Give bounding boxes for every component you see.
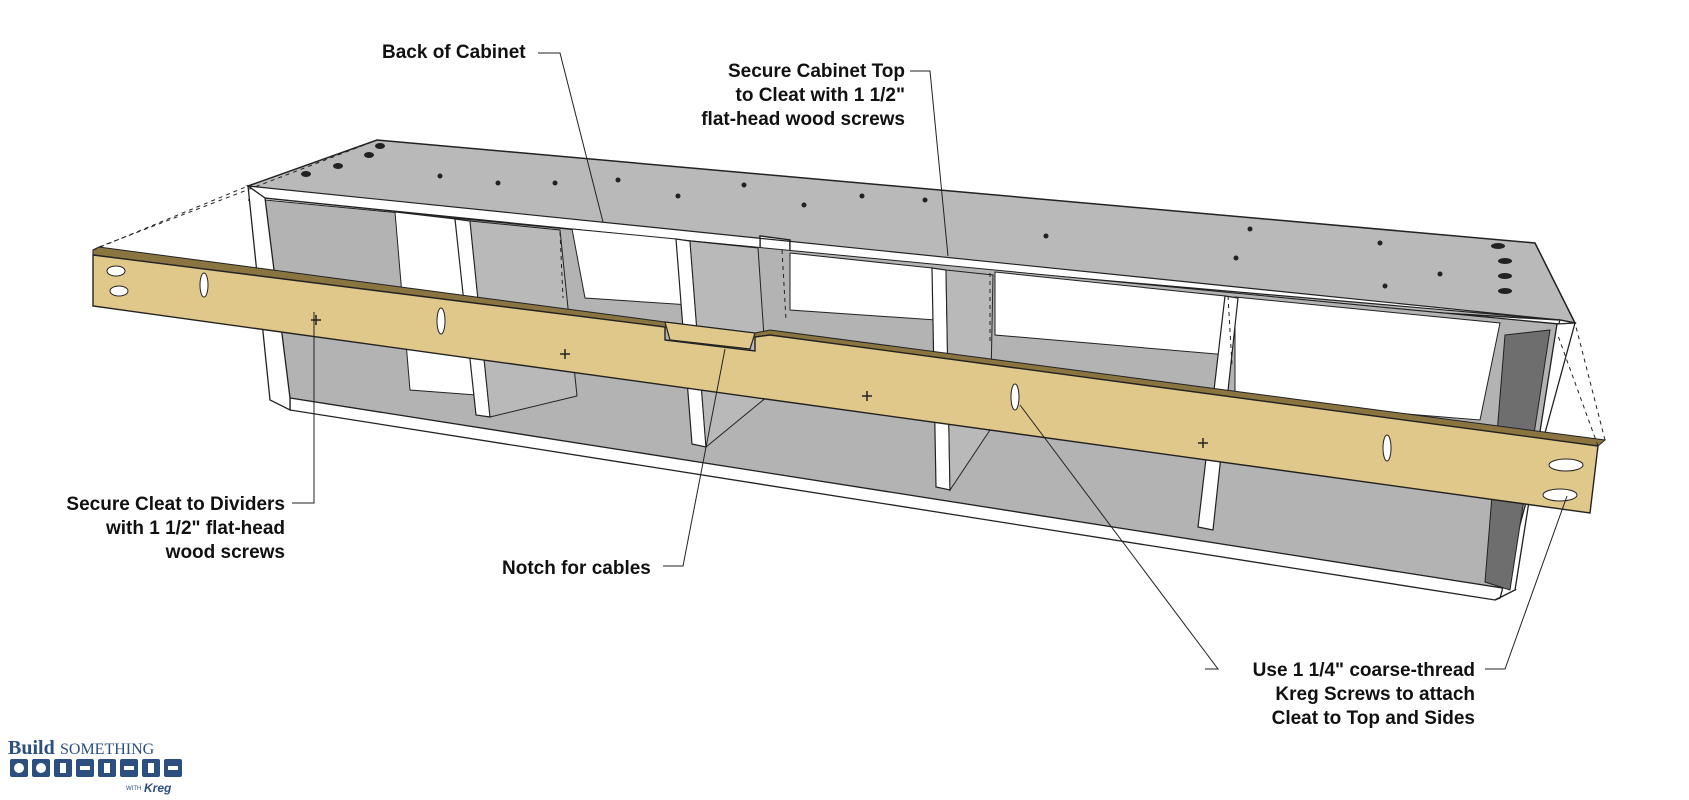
callout-line: Use 1 1/4" coarse-thread [1252,660,1475,681]
screw-mark [311,315,1208,448]
pocket-hole [199,272,209,298]
interior-opening [1234,296,1501,421]
kreg-screws-label: Use 1 1/4" coarse-thread Kreg Screws to … [1220,659,1475,731]
callout-line: Kreg Screws to attach [1275,684,1475,705]
logo-word-something: SOMETHING [60,741,155,758]
callout-line: Secure Cleat to Dividers [66,494,285,515]
build-something-logo: Build SOMETHING WITH Kreg [8,737,182,795]
logo-with: WITH [126,786,141,792]
leader-lines [292,52,1568,670]
pocket-hole [436,307,446,335]
screw-hole-dots [301,143,1512,294]
callout-line: Secure Cabinet Top [727,61,905,82]
logo-brand: Kreg [144,781,172,795]
back-of-cabinet-label: Back of Cabinet [382,41,526,65]
cleat-board [92,246,1607,514]
pocket-hole [1548,458,1584,472]
notch-label: Notch for cables [502,557,651,581]
tool-icons [10,759,182,777]
secure-cleat-label: Secure Cleat to Dividers with 1 1/2" fla… [40,493,285,565]
callout-line: to Cleat with 1 1/2" [735,85,906,106]
pocket-hole [1382,434,1392,462]
callout-line: Notch for cables [502,558,651,579]
secure-top-label: Secure Cabinet Top to Cleat with 1 1/2" … [690,60,905,132]
callout-line: Cleat to Top and Sides [1271,708,1475,729]
callout-line: wood screws [165,542,285,563]
callout-line: flat-head wood screws [701,109,905,130]
pocket-hole [109,285,129,297]
pocket-hole [106,265,126,277]
callout-line: Back of Cabinet [382,42,526,63]
callout-line: with 1 1/2" flat-head [106,518,285,539]
cabinet-right-side [1494,322,1576,601]
pocket-hole [1010,383,1020,411]
projection-lines [92,139,1606,447]
logo-word-build: Build [8,737,55,759]
interior-opening [571,228,691,306]
pocket-hole [1542,488,1578,502]
